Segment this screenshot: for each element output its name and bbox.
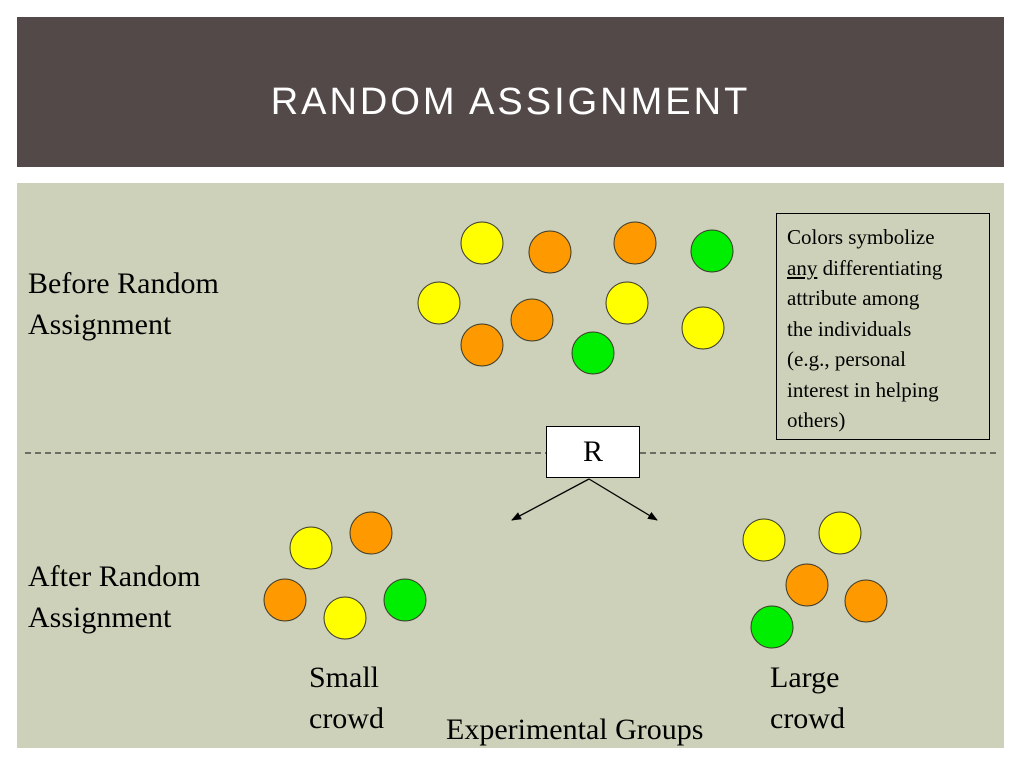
small-crowd-line-1: Small bbox=[309, 661, 380, 694]
arrow-to-small-crowd bbox=[511, 478, 590, 521]
note-line-6: interest in helping bbox=[787, 377, 939, 402]
experimental-groups-label: Experimental Groups bbox=[446, 713, 704, 746]
small-crowd-line-2: crowd bbox=[309, 702, 384, 735]
yellow-individual bbox=[289, 526, 333, 570]
green-individual bbox=[571, 331, 615, 375]
before-label: Before Random Assignment bbox=[28, 263, 219, 345]
small-crowd-label: Small crowd bbox=[309, 657, 384, 739]
yellow-individual bbox=[742, 518, 786, 562]
color-note-box: Colors symbolize any differentiating att… bbox=[776, 213, 990, 440]
yellow-individual bbox=[460, 221, 504, 265]
slide-title: RANDOM ASSIGNMENT bbox=[270, 80, 751, 123]
after-label-line-2: Assignment bbox=[28, 601, 172, 634]
green-individual bbox=[690, 229, 734, 273]
large-crowd-line-2: crowd bbox=[770, 702, 845, 735]
note-line-4: the individuals bbox=[787, 316, 912, 341]
large-crowd-label: Large crowd bbox=[770, 657, 845, 739]
orange-individual bbox=[510, 298, 554, 342]
note-line-7: others) bbox=[787, 408, 846, 432]
note-line-2: any differentiating bbox=[787, 253, 981, 284]
after-label-line-1: After Random bbox=[28, 560, 201, 593]
content-area bbox=[17, 183, 1004, 748]
orange-individual bbox=[460, 323, 504, 367]
note-line-1: Colors symbolize bbox=[787, 225, 935, 249]
orange-individual bbox=[844, 579, 888, 623]
orange-individual bbox=[528, 230, 572, 274]
before-label-line-1: Before Random bbox=[28, 267, 219, 300]
large-crowd-line-1: Large bbox=[770, 661, 840, 694]
green-individual bbox=[750, 605, 794, 649]
yellow-individual bbox=[605, 281, 649, 325]
orange-individual bbox=[785, 563, 829, 607]
orange-individual bbox=[613, 221, 657, 265]
title-bar: RANDOM ASSIGNMENT bbox=[17, 17, 1004, 167]
yellow-individual bbox=[818, 511, 862, 555]
after-label: After Random Assignment bbox=[28, 556, 200, 638]
randomization-box: R bbox=[546, 426, 640, 478]
yellow-individual bbox=[417, 281, 461, 325]
note-any-underlined: any bbox=[787, 255, 818, 280]
randomization-label: R bbox=[582, 435, 603, 468]
note-line-3: attribute among bbox=[787, 286, 920, 310]
before-label-line-2: Assignment bbox=[28, 308, 172, 341]
yellow-individual bbox=[681, 306, 725, 350]
note-line-2-rest: differentiating bbox=[817, 255, 943, 280]
yellow-individual bbox=[323, 596, 367, 640]
orange-individual bbox=[263, 578, 307, 622]
note-line-5: (e.g., personal bbox=[787, 347, 906, 371]
green-individual bbox=[383, 578, 427, 622]
orange-individual bbox=[349, 511, 393, 555]
arrow-to-large-crowd bbox=[588, 478, 658, 521]
